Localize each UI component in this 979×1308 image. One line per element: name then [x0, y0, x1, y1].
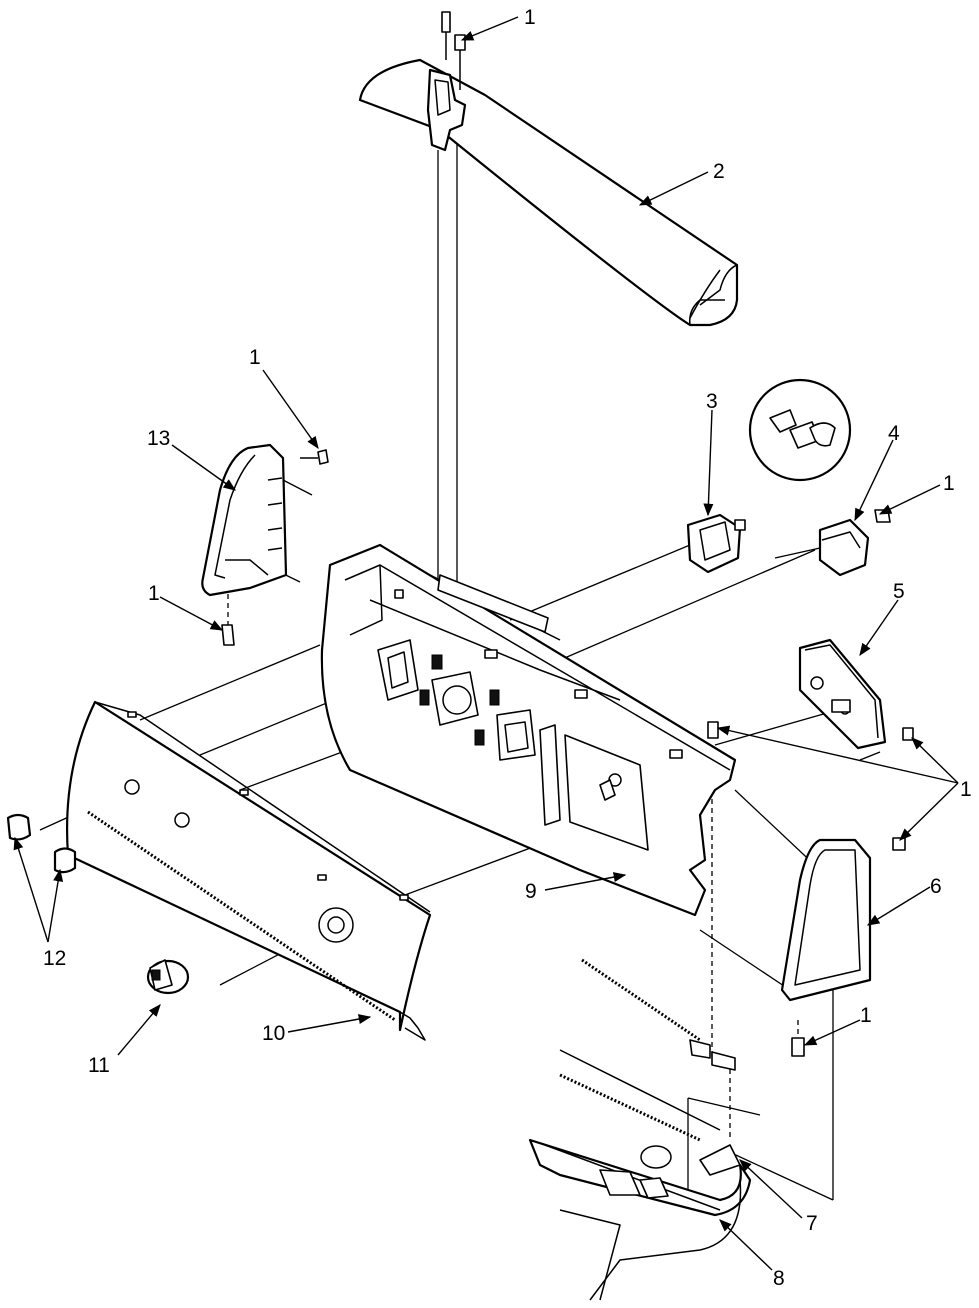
callout-1: 1: [524, 6, 536, 29]
leader-lines: [13, 16, 959, 1271]
callout-10: 10: [262, 1022, 285, 1045]
callout-1: 1: [960, 778, 972, 801]
callout-5: 5: [893, 580, 905, 603]
front-console-panel: [65, 700, 432, 1041]
callout-11: 11: [88, 1054, 110, 1077]
callout-2: 2: [713, 160, 725, 183]
callout-labels: 1 2 1 13 3 4 1 1 5 1 6 9 12 1 10 11 7 8: [43, 6, 972, 1290]
callout-1: 1: [860, 1004, 872, 1027]
control-board-bracket: [707, 638, 914, 750]
left-end-cap: [201, 443, 329, 646]
callout-3: 3: [706, 390, 718, 413]
control-panel-backbone: [320, 543, 737, 917]
callout-4: 4: [888, 422, 900, 445]
switch-part: [686, 513, 746, 574]
callout-1: 1: [249, 346, 261, 369]
zoom-detail-bubble: [748, 378, 852, 482]
selector-knob: [146, 959, 190, 995]
right-end-cap: [780, 837, 906, 1057]
callout-7: 7: [806, 1212, 818, 1235]
cabinet-top: [528, 1049, 752, 1301]
knobs: [6, 813, 77, 874]
callout-6: 6: [930, 875, 942, 898]
top-screws: [441, 11, 466, 90]
rear-bracket: [581, 958, 736, 1071]
callout-9: 9: [525, 880, 537, 903]
callout-8: 8: [773, 1267, 785, 1290]
callout-13: 13: [147, 427, 170, 450]
callout-12: 12: [43, 947, 66, 970]
callout-1: 1: [148, 582, 160, 605]
callout-1: 1: [943, 472, 955, 495]
top-console-cap: [358, 58, 739, 327]
